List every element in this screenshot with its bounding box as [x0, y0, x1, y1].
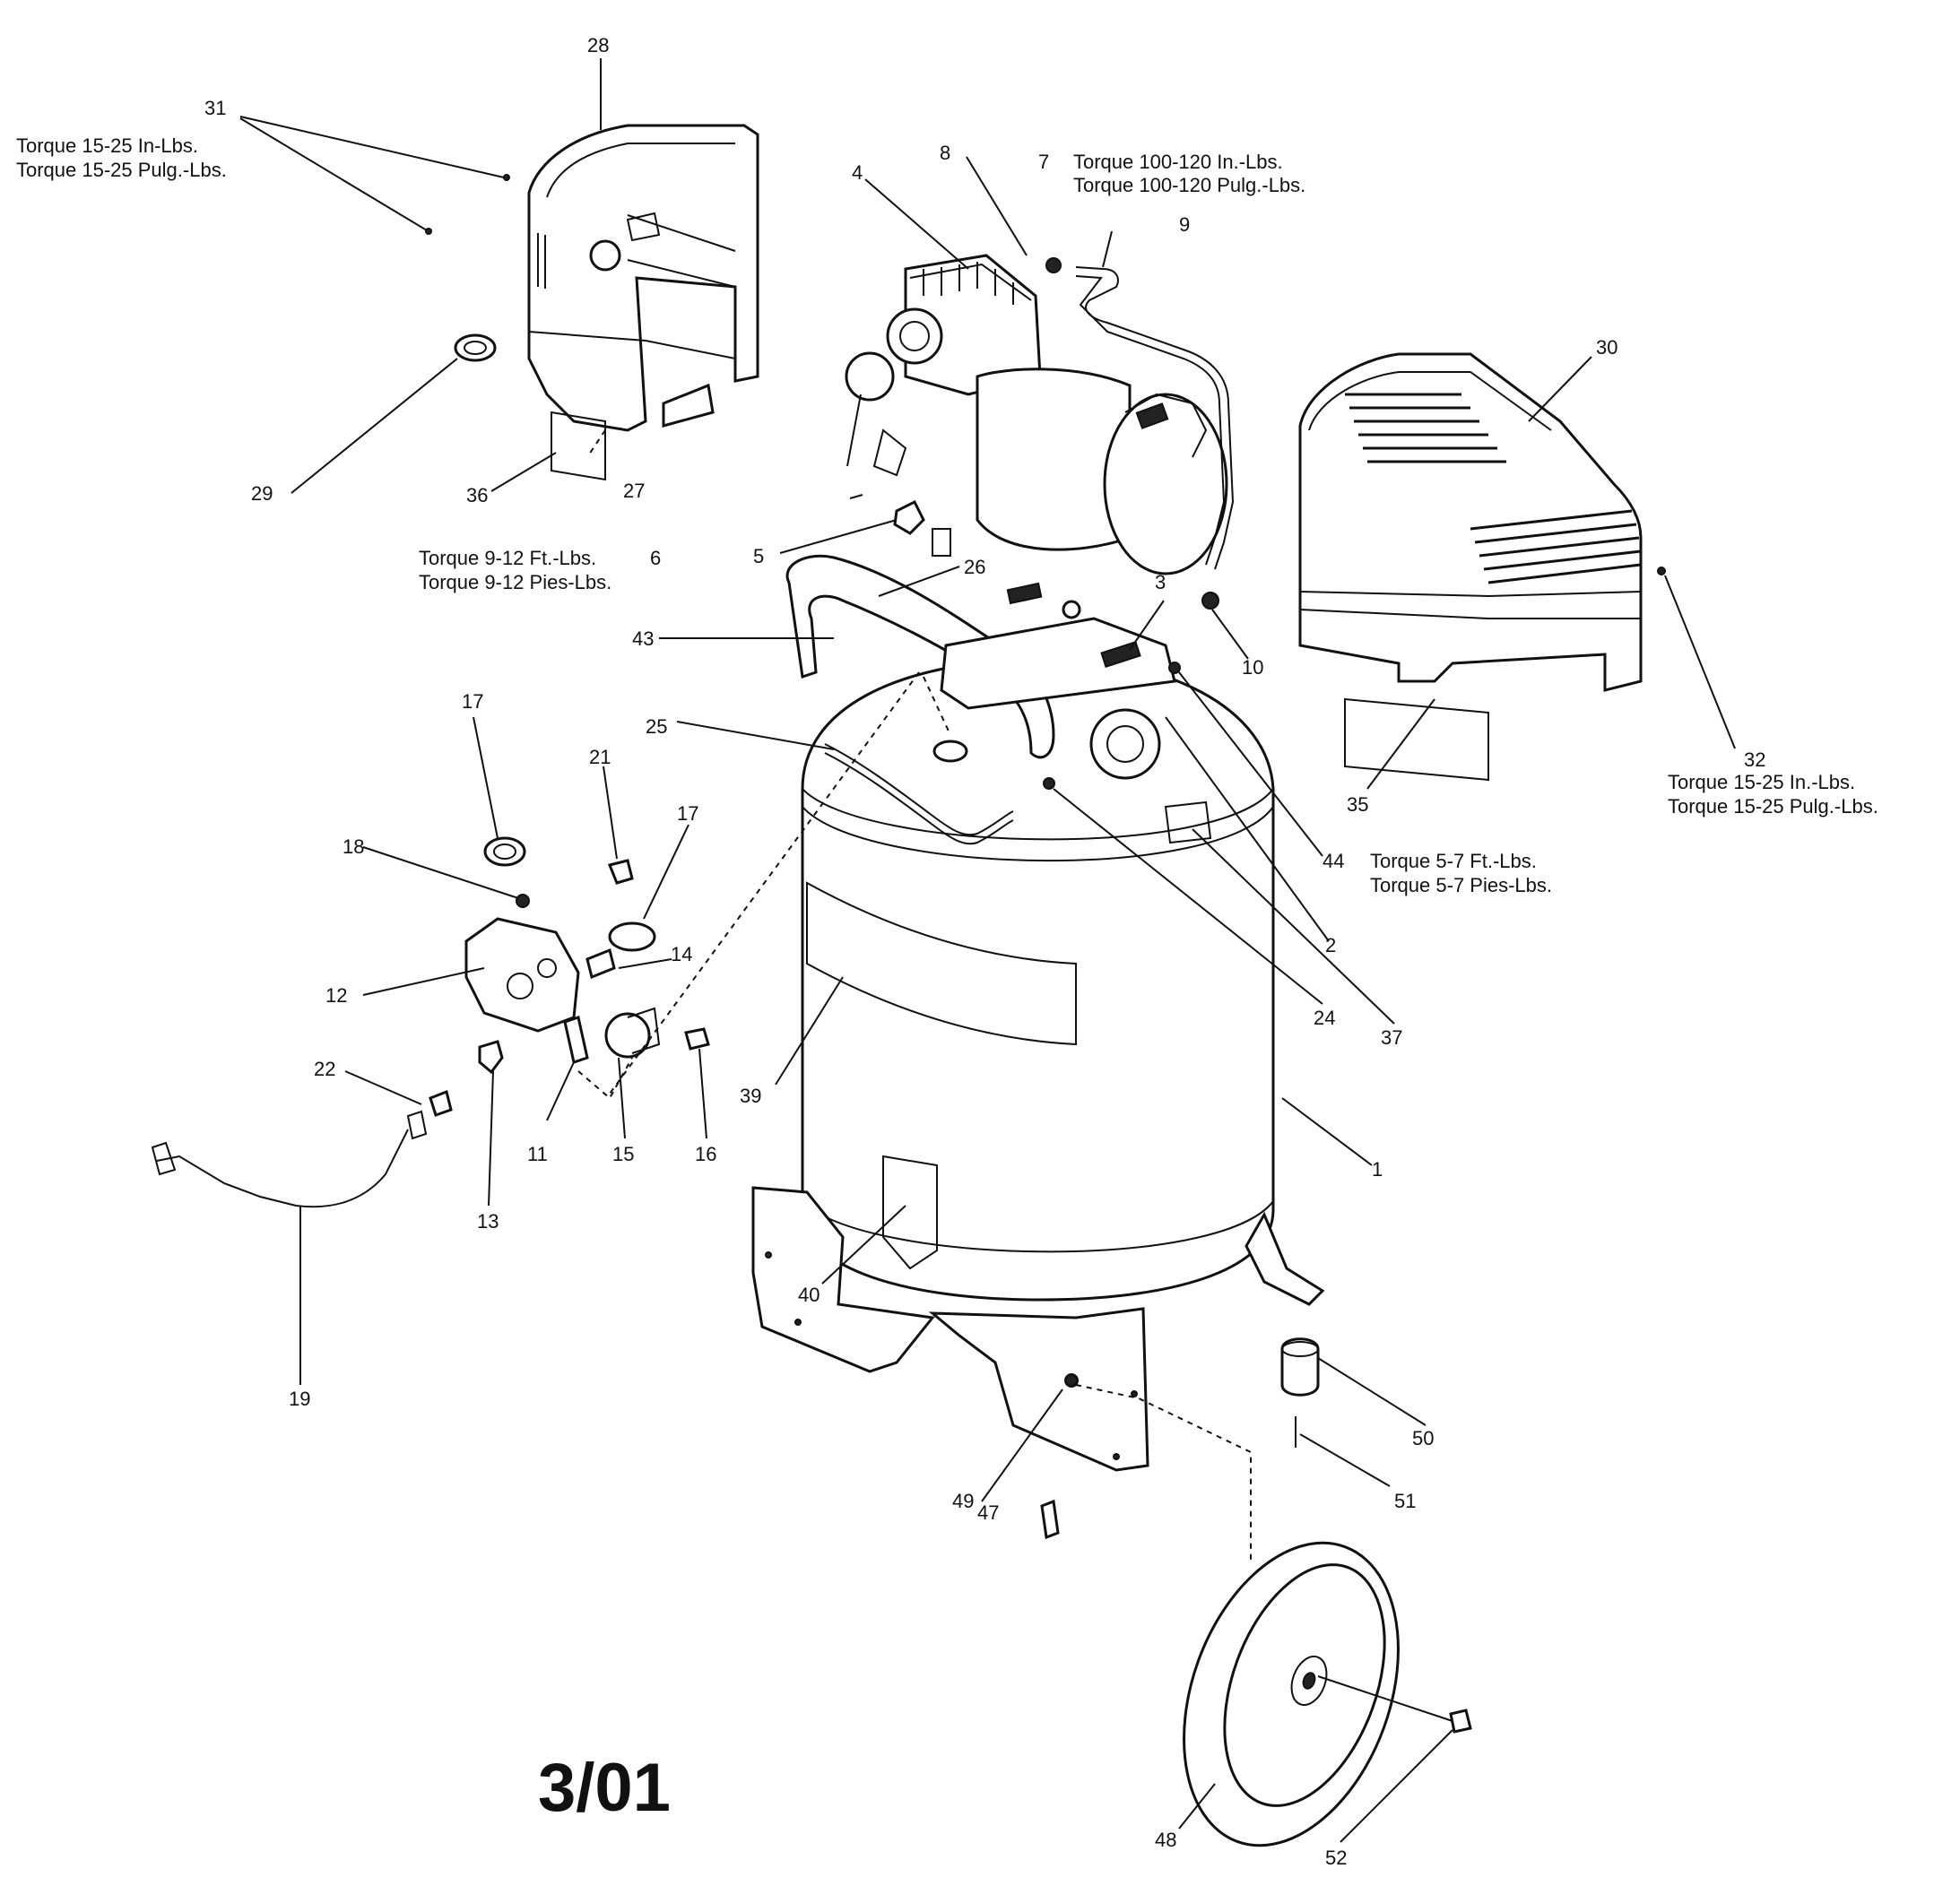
- callout-22: 22: [314, 1058, 335, 1080]
- callout-40: 40: [798, 1284, 820, 1306]
- callout-44: 44: [1323, 850, 1344, 872]
- callout-17a: 17: [462, 690, 483, 713]
- callout-1: 1: [1372, 1158, 1383, 1181]
- torque-note-6-pies: Torque 9-12 Pies-Lbs.: [419, 571, 611, 593]
- callout-5: 5: [753, 545, 764, 567]
- callout-49: 49: [952, 1490, 974, 1512]
- fitting-47: [1040, 1499, 1060, 1540]
- callout-7: 7: [1038, 151, 1049, 173]
- callout-32: 32: [1744, 748, 1765, 771]
- callout-50: 50: [1412, 1427, 1434, 1449]
- rear-shroud: [527, 124, 759, 432]
- callout-51: 51: [1394, 1490, 1416, 1512]
- front-shroud: [1298, 352, 1643, 782]
- decal-36: [551, 411, 606, 481]
- callout-29: 29: [251, 482, 273, 505]
- pressure-switch-assembly: [429, 836, 710, 1117]
- manifold: [940, 582, 1181, 780]
- callout-26: 26: [964, 556, 985, 578]
- callout-16: 16: [695, 1143, 716, 1165]
- screw-32: [1657, 567, 1666, 575]
- callout-13: 13: [477, 1210, 499, 1233]
- torque-note-32-in: Torque 15-25 In.-Lbs.: [1668, 771, 1855, 793]
- pump-motor: [845, 254, 1228, 575]
- hose: [824, 743, 1014, 845]
- callout-9: 9: [1179, 213, 1190, 236]
- callout-47: 47: [977, 1501, 999, 1524]
- callout-52: 52: [1325, 1847, 1347, 1869]
- power-cord: [151, 1110, 428, 1208]
- torque-note-31-pulg: Torque 15-25 Pulg.-Lbs.: [16, 159, 227, 181]
- callout-15: 15: [612, 1143, 634, 1165]
- hidden-line-tank-switch: [609, 671, 920, 1094]
- torque-note-31-in: Torque 15-25 In-Lbs.: [16, 134, 198, 157]
- hidden-line-fittings: [577, 1057, 633, 1100]
- callout-19: 19: [289, 1388, 310, 1410]
- callout-48: 48: [1155, 1829, 1176, 1851]
- date-code: 3/01: [538, 1750, 671, 1826]
- screw-31b: [425, 228, 432, 235]
- callout-37: 37: [1381, 1026, 1402, 1049]
- screw-31a: [503, 174, 510, 181]
- hidden-line-decal36: [586, 429, 606, 458]
- callout-24: 24: [1314, 1007, 1335, 1029]
- callout-31: 31: [204, 97, 226, 119]
- torque-note-32-pulg: Torque 15-25 Pulg.-Lbs.: [1668, 795, 1878, 818]
- callout-30: 30: [1596, 336, 1617, 359]
- leader-lines: [239, 58, 1736, 1843]
- callout-17b: 17: [677, 802, 698, 825]
- part-6-screw: [849, 494, 863, 499]
- callout-43: 43: [632, 627, 654, 650]
- callout-10: 10: [1242, 656, 1263, 679]
- callout-12: 12: [325, 984, 347, 1007]
- torque-note-7-pulg: Torque 100-120 Pulg.-Lbs.: [1073, 174, 1305, 196]
- air-tank: [801, 657, 1275, 1302]
- tank-base: [751, 1186, 1325, 1472]
- wheel: [1183, 1541, 1472, 1847]
- callout-18: 18: [343, 835, 364, 858]
- torque-note-7-in: Torque 100-120 In.-Lbs.: [1073, 151, 1283, 173]
- callout-11: 11: [527, 1143, 548, 1165]
- fitting-49: [1065, 1374, 1078, 1387]
- torque-note-44-pies: Torque 5-7 Pies-Lbs.: [1370, 874, 1552, 896]
- callout-4: 4: [852, 161, 863, 184]
- part-5: [893, 499, 925, 535]
- callout-3: 3: [1155, 571, 1166, 593]
- callout-25: 25: [646, 715, 667, 738]
- callout-27: 27: [623, 480, 645, 502]
- callout-6: 6: [650, 547, 661, 569]
- outlet-tube: [1045, 257, 1235, 570]
- torque-note-6-ft: Torque 9-12 Ft.-Lbs.: [419, 547, 596, 569]
- rubber-foot: [1280, 1337, 1320, 1397]
- callout-8: 8: [940, 142, 950, 164]
- callout-39: 39: [740, 1085, 761, 1107]
- callout-21: 21: [589, 746, 611, 768]
- part-29: [454, 333, 497, 362]
- callout-28: 28: [587, 34, 609, 56]
- callout-36: 36: [466, 484, 488, 506]
- part-10-nut: [1201, 592, 1219, 610]
- torque-note-44-ft: Torque 5-7 Ft.-Lbs.: [1370, 850, 1537, 872]
- callout-35: 35: [1347, 793, 1368, 816]
- callout-14: 14: [671, 943, 692, 965]
- callout-2: 2: [1325, 934, 1336, 956]
